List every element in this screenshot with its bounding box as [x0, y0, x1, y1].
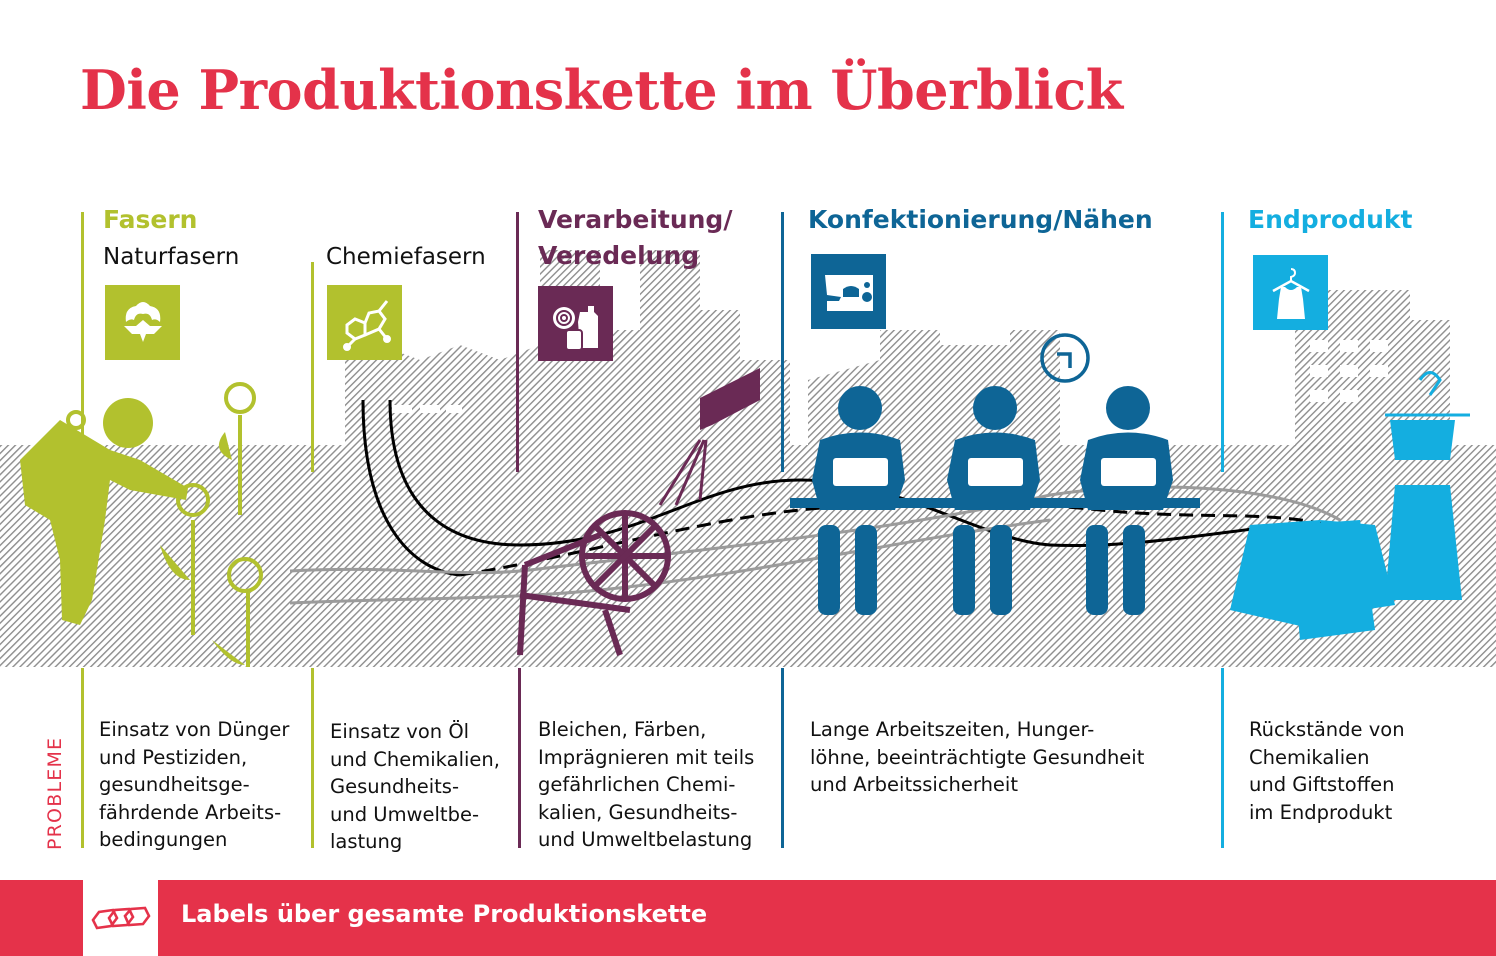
chain-links-icon	[83, 880, 158, 956]
molecule-icon	[327, 285, 402, 360]
farmer-figure	[20, 398, 188, 625]
shopping-bags	[1230, 520, 1395, 640]
sewing-machine-icon	[811, 254, 886, 329]
spinning-wheel	[517, 510, 671, 656]
stage-heading-konfektion: Konfektionierung/Nähen	[808, 205, 1153, 234]
stage-subheading-chemiefasern: Chemiefasern	[326, 244, 486, 270]
problems-label: PROBLEME	[44, 736, 66, 850]
footer-text: Labels über gesamte Produktionskette	[181, 900, 708, 928]
sewing-machines	[833, 458, 1156, 486]
divider-konfektion-bottom	[781, 668, 784, 848]
problem-text-fasern: Einsatz von Dünger und Pestiziden, gesun…	[99, 718, 290, 851]
stage-heading-endprodukt: Endprodukt	[1248, 205, 1413, 234]
thread-black-2	[388, 399, 1311, 548]
stage-subheading-naturfasern: Naturfasern	[103, 244, 240, 270]
divider-fasern-top	[81, 212, 84, 472]
divider-fasern-bottom	[81, 668, 84, 848]
scene-artwork	[0, 250, 1496, 667]
stage-heading-fasern: Fasern	[103, 205, 198, 234]
fabric-roll-chemicals-icon	[538, 286, 613, 361]
problem-text-verarbeitung: Bleichen, Färben, Imprägnieren mit teils…	[538, 718, 755, 851]
dress-on-hanger	[1385, 371, 1470, 600]
problem-text-endprodukt: Rückstände von Chemikalien und Giftstoff…	[1249, 718, 1405, 824]
cotton-flower-icon	[105, 285, 180, 360]
spray-nozzle	[658, 368, 760, 506]
divider-endprodukt-bottom	[1221, 668, 1224, 848]
clock-icon	[1040, 333, 1090, 383]
factory-silhouette-2	[808, 330, 1060, 445]
divider-chemiefasern-bottom	[311, 668, 314, 848]
divider-verarbeitung-top	[516, 212, 519, 472]
production-chain-illustration	[0, 200, 1496, 670]
problem-text-konfektion: Lange Arbeitszeiten, Hunger- löhne, beei…	[810, 718, 1145, 796]
problem-text-chemiefasern: Einsatz von Öl und Chemikalien, Gesundhe…	[330, 720, 500, 853]
thread-grey-2	[289, 518, 1051, 605]
divider-endprodukt-top	[1221, 212, 1224, 472]
divider-konfektion-top	[781, 212, 784, 472]
divider-chemiefasern-top	[311, 262, 314, 472]
stage-heading-verarbeitung: Verarbeitung/ Veredelung	[538, 205, 733, 270]
cotton-plants	[176, 382, 263, 667]
footer-labels-bar: Labels über gesamte Produktionskette	[0, 880, 1496, 956]
shirt-on-hanger-icon	[1253, 255, 1328, 330]
page-title: Die Produktionskette im Überblick	[80, 58, 1123, 122]
divider-verarbeitung-bottom	[518, 668, 521, 848]
